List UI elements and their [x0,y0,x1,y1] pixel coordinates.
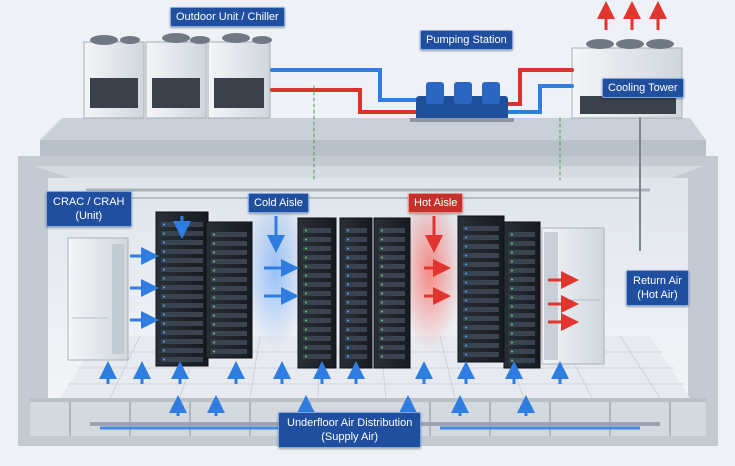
fan-icon [90,33,272,45]
chilled-water-pipes [270,68,641,251]
server-rack [155,211,209,367]
roof-slab [40,118,706,156]
crac-unit [67,237,129,361]
server-rack [503,221,541,369]
label-cooling-tower: Cooling Tower [602,78,684,98]
return-air-unit [541,227,605,365]
server-racks [155,211,541,369]
label-pumping-station: Pumping Station [420,30,513,50]
cooling-tower [571,1,683,119]
label-cold-aisle: Cold Aisle [248,193,309,213]
label-crac-crah: CRAC / CRAH(Unit) [46,191,132,227]
server-rack [205,221,253,359]
server-rack [373,217,411,369]
label-outdoor-unit: Outdoor Unit / Chiller [170,7,285,27]
label-return-air: Return Air(Hot Air) [626,270,689,306]
server-rack [339,217,373,369]
airflow-arrows [99,216,579,416]
outdoor-chiller-units [83,33,272,119]
hot-aisle-glow [398,190,462,350]
label-underfloor-air: Underfloor Air Distribution(Supply Air) [278,412,422,448]
cold-aisle-glow [243,190,307,350]
server-rack [297,217,337,369]
server-rack [457,215,505,363]
pump-icon [410,82,514,122]
label-hot-aisle: Hot Aisle [408,193,464,213]
